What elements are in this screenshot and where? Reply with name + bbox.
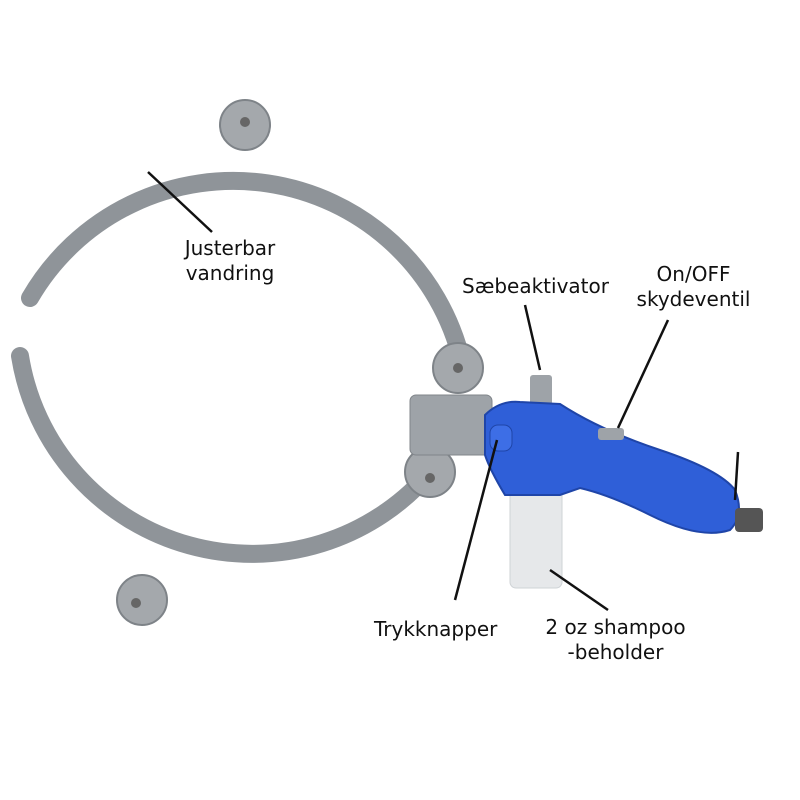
label-slide-valve: On/OFF skydeventil — [626, 262, 761, 312]
leader-lines — [147, 171, 740, 612]
ring-knobs — [116, 99, 484, 626]
label-line: skydeventil — [636, 287, 751, 311]
label-push-buttons: Trykknapper — [374, 617, 498, 641]
label-adjustable-ring: Justerbar vandring — [170, 236, 290, 286]
label-soap-activator: Sæbeaktivator — [462, 274, 609, 298]
knob-bottom — [116, 574, 168, 626]
label-line: Justerbar — [184, 236, 276, 260]
adjustable-ring — [11, 171, 471, 563]
connector-block — [409, 394, 493, 456]
label-line: vandring — [185, 261, 275, 285]
label-shampoo-container: 2 oz shampoo -beholder — [528, 615, 703, 665]
slide-valve-shape — [598, 428, 624, 440]
push-button-shape — [489, 424, 513, 452]
soap-activator-nozzle — [530, 375, 552, 405]
label-line: -beholder — [567, 640, 664, 664]
label-line: On/OFF — [656, 262, 731, 286]
ring-upper-arc — [21, 171, 471, 371]
ring-lower-arc — [11, 347, 441, 563]
hose-connector — [735, 508, 763, 532]
label-line: 2 oz shampoo — [545, 615, 686, 639]
